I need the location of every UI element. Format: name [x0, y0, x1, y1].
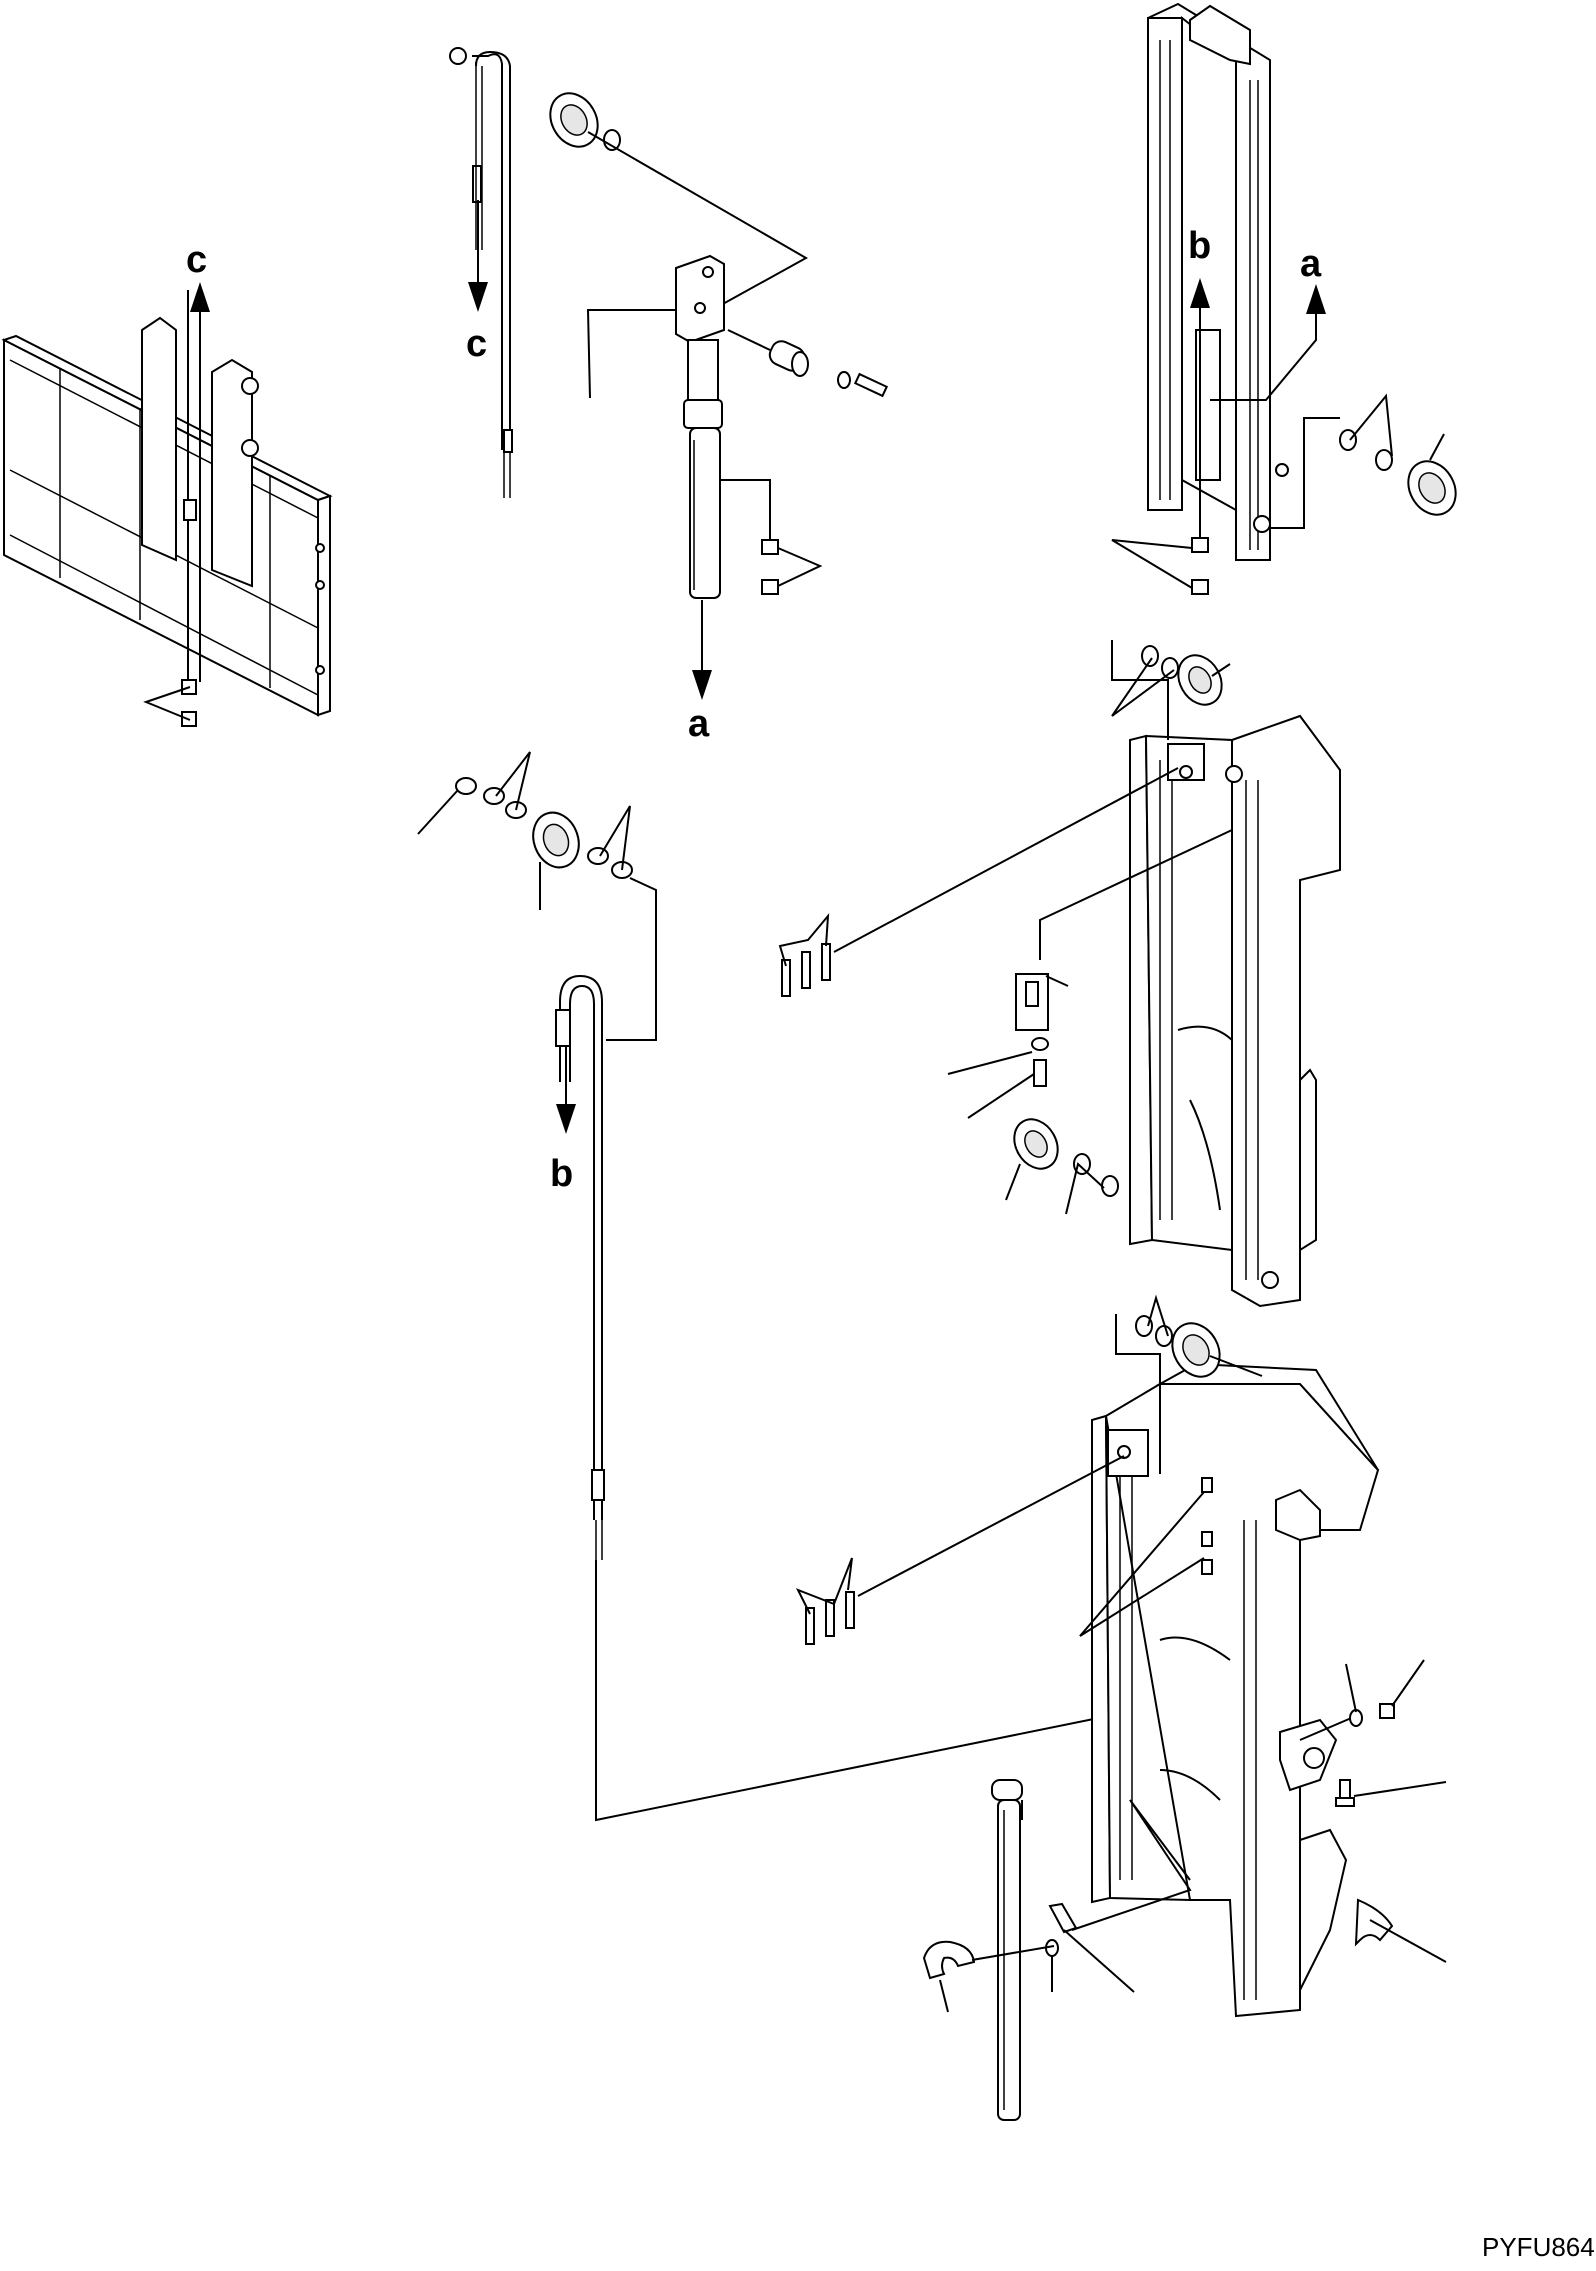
leader-roller-top — [1270, 417, 1340, 529]
chain-sheave-top — [549, 92, 621, 151]
chain-anchor-middle — [778, 767, 1179, 997]
label-c-top: c — [186, 239, 207, 281]
arrow-c-top — [190, 282, 210, 682]
cylinder-clamp — [922, 1799, 1192, 2013]
roller-middle-bottom — [1005, 1118, 1119, 1215]
label-c-bottom: c — [466, 323, 487, 365]
lift-cylinder-top — [675, 254, 725, 599]
arrow-b-bottom — [556, 1046, 576, 1134]
label-a-bottom: a — [688, 703, 710, 745]
middle-mast — [1129, 714, 1341, 1308]
stopper-middle — [947, 829, 1233, 1119]
arrow-a-bottom — [692, 600, 712, 700]
chain-sheave-middle — [417, 751, 657, 1041]
roller-outer-top — [1115, 1294, 1263, 1474]
bolt-nut-right — [1299, 1659, 1447, 1807]
nuts-top-right — [1111, 537, 1209, 595]
chain-anchor-outer — [795, 1455, 1205, 1645]
arrow-b-top — [1190, 278, 1210, 540]
support-bracket — [1354, 1898, 1447, 1963]
label-b-bottom: b — [550, 1153, 573, 1195]
label-a-top: a — [1300, 243, 1322, 285]
cylinder-pin-assembly — [727, 329, 889, 398]
nuts-cylinder — [761, 539, 823, 595]
leader-cylinder-nuts — [719, 440, 771, 540]
label-b-top: b — [1188, 225, 1211, 267]
arrow-c-bottom — [468, 200, 488, 312]
chain-anchor-c — [143, 290, 197, 727]
outer-mast — [1091, 1362, 1380, 2018]
chain-b — [555, 974, 1139, 1822]
roller-top-right — [1339, 393, 1457, 516]
arrow-a-top — [1210, 284, 1326, 401]
chain-c — [449, 47, 513, 498]
fork-carriage — [1, 316, 333, 717]
drawing-code: PYFU864 — [1482, 2232, 1595, 2262]
roller-middle-top — [1111, 640, 1231, 740]
inner-mast-upper — [1147, 2, 1289, 561]
lift-cylinder-bottom — [991, 1779, 1023, 2121]
